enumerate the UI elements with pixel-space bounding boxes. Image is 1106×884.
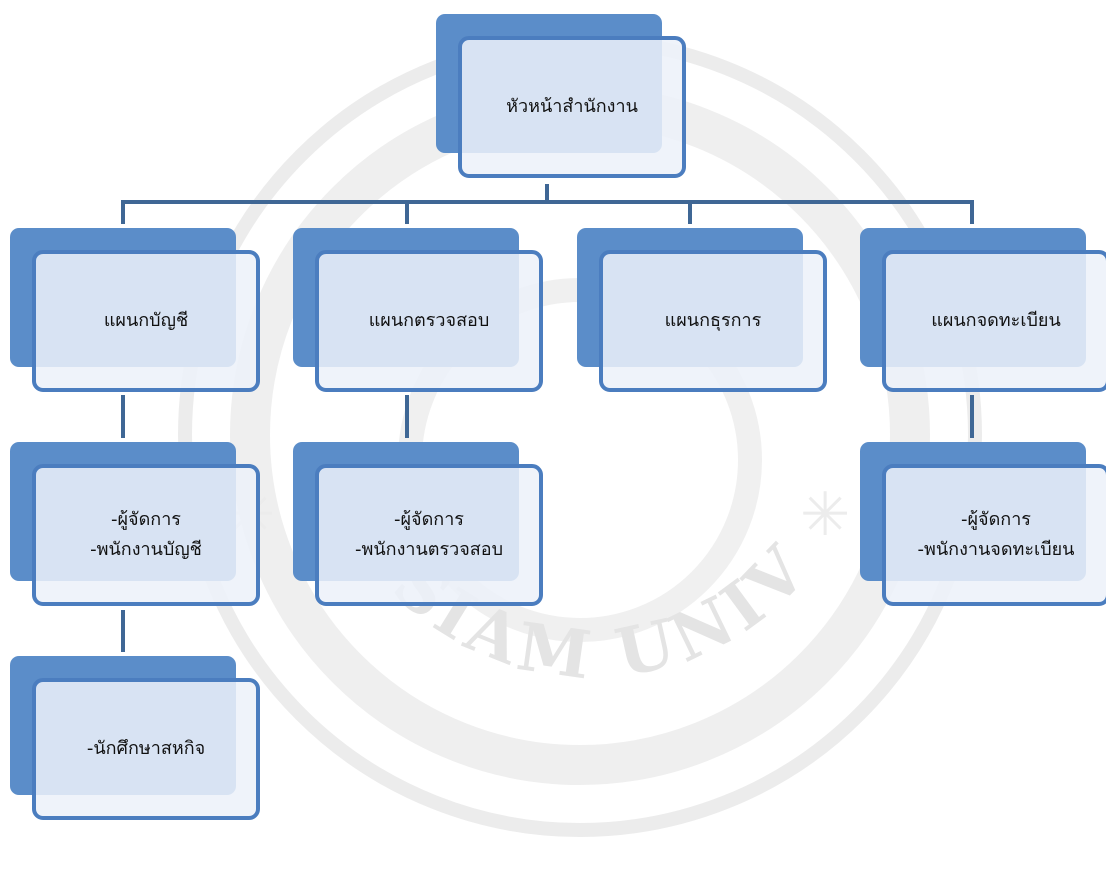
dept-node-label: แผนกจดทะเบียน (931, 310, 1061, 331)
intern-node-box: -นักศึกษาสหกิจ (32, 678, 260, 820)
staff-node-line2: -พนักงานตรวจสอบ (355, 539, 503, 560)
staff-node-line1: -ผู้จัดการ (111, 509, 181, 530)
dept-node-label: แผนกตรวจสอบ (368, 310, 490, 331)
dept-node-label: แผนกธุรการ (664, 310, 762, 331)
dept-node-label: แผนกบัญชี (103, 310, 189, 331)
staff-node-line1: -ผู้จัดการ (961, 509, 1031, 530)
dept-node-box: แผนกตรวจสอบ (315, 250, 543, 392)
staff-node-box: -ผู้จัดการ -พนักงานบัญชี (32, 464, 260, 606)
dept-node-box: แผนกบัญชี (32, 250, 260, 392)
staff-node-line1: -ผู้จัดการ (394, 509, 464, 530)
dept-node-box: แผนกจดทะเบียน (882, 250, 1106, 392)
root-node-label: หัวหน้าสำนักงาน (506, 96, 638, 117)
watermark-star-right: ✳ (800, 480, 850, 550)
staff-node-line2: -พนักงานจดทะเบียน (917, 539, 1075, 560)
intern-node-label: -นักศึกษาสหกิจ (86, 738, 206, 759)
staff-node-box: -ผู้จัดการ -พนักงานตรวจสอบ (315, 464, 543, 606)
staff-node-box: -ผู้จัดการ -พนักงานจดทะเบียน (882, 464, 1106, 606)
staff-node-line2: -พนักงานบัญชี (90, 539, 202, 560)
dept-node-box: แผนกธุรการ (599, 250, 827, 392)
root-node-box: หัวหน้าสำนักงาน (458, 36, 686, 178)
